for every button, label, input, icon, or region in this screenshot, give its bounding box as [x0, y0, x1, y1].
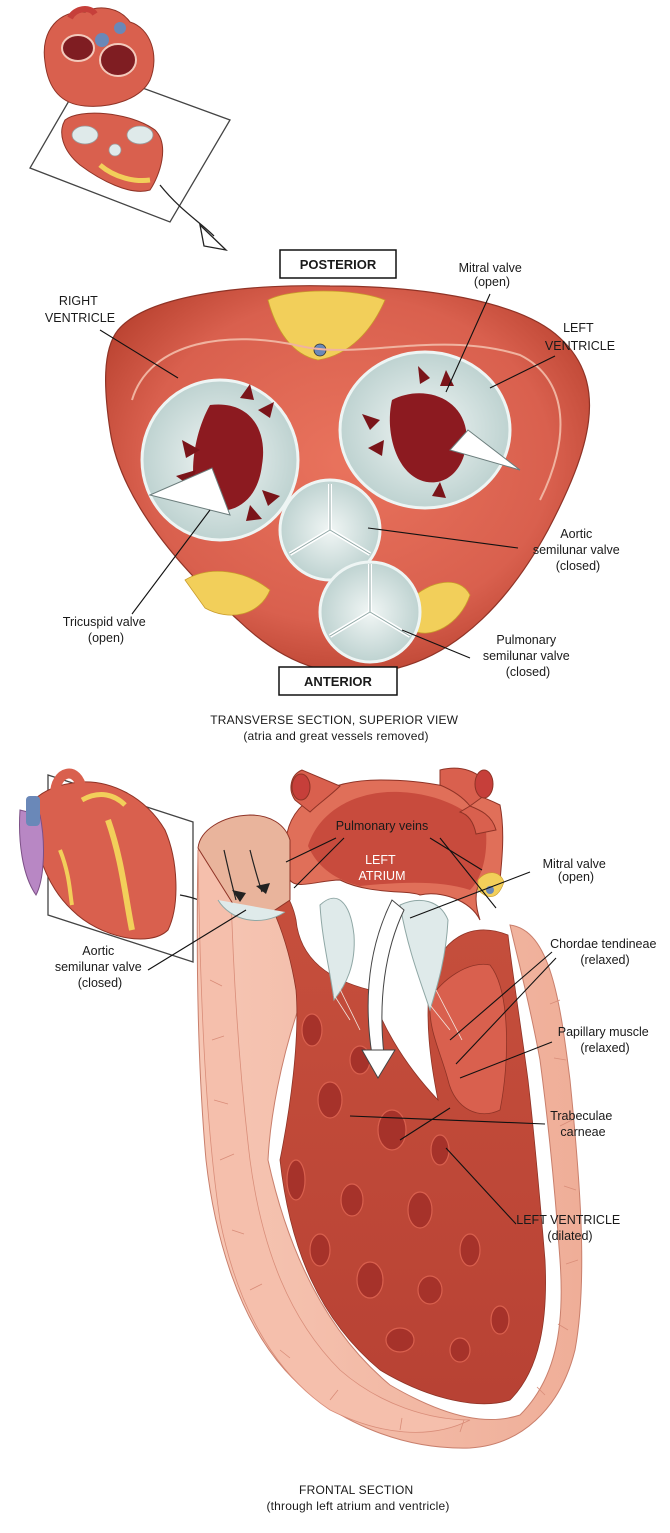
caption-transverse: TRANSVERSE SECTION, SUPERIOR VIEW (atria… [210, 713, 462, 743]
label-aortic-valve-bottom: Aortic semilunar valve (closed) [55, 944, 145, 990]
anterior-label: ANTERIOR [304, 674, 373, 689]
label-papillary-muscle: Papillary muscle (relaxed) [558, 1025, 653, 1055]
transverse-section [106, 286, 590, 674]
label-right-ventricle: RIGHT VENTRICLE [45, 294, 115, 325]
label-pulmonary-valve: Pulmonary semilunar valve (closed) [483, 633, 573, 679]
top-thumbnail [30, 8, 230, 250]
label-tricuspid-valve: Tricuspid valve (open) [63, 615, 149, 645]
label-pulmonary-veins: Pulmonary veins [336, 819, 428, 833]
posterior-label: POSTERIOR [300, 257, 377, 272]
caption-frontal: FRONTAL SECTION (through left atrium and… [266, 1483, 449, 1513]
label-mitral-valve-top: Mitral valve (open) [459, 261, 526, 289]
label-mitral-valve-bottom: Mitral valve (open) [543, 857, 610, 884]
label-chordae-tendineae: Chordae tendineae (relaxed) [550, 937, 660, 967]
